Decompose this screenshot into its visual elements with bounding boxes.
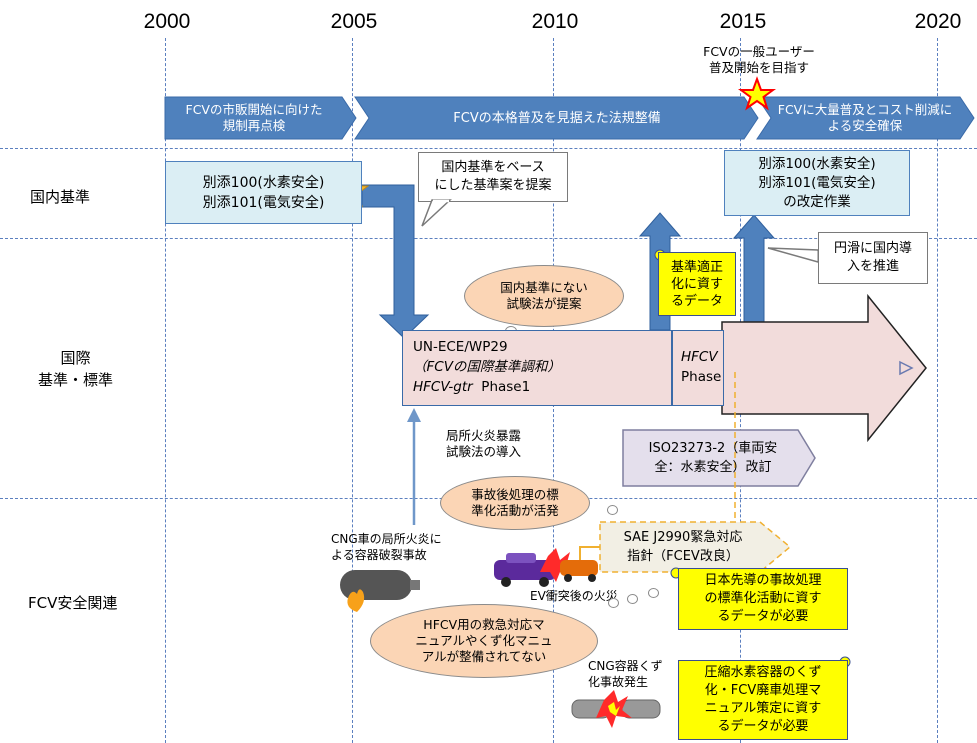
local-fire-test-label: 局所火炎暴露試験法の導入 bbox=[446, 428, 522, 459]
unece-title: UN-ECE/WP29 bbox=[413, 339, 508, 355]
phase-chevron-1 bbox=[164, 96, 357, 140]
row-divider-1 bbox=[0, 148, 977, 149]
year-2005: 2005 bbox=[330, 10, 378, 33]
gridline-2000 bbox=[165, 38, 166, 743]
cloud-test-methods: 国内基準にない試験法が提案 bbox=[464, 265, 624, 327]
flow-arrow-up-2 bbox=[732, 214, 776, 331]
cng-scrap-label: CNG容器くず化事故発生 bbox=[588, 659, 663, 689]
phase-chevron-3 bbox=[756, 96, 975, 140]
row-label-international-line1: 国際 bbox=[60, 349, 91, 367]
cng-scrap-icon bbox=[571, 690, 661, 728]
scroll-data-standard: 基準適正化に資するデータ bbox=[658, 252, 736, 316]
phase-2-label: FCVの本格普及を見据えた法規整備 bbox=[453, 110, 661, 126]
row-label-international: 国際 基準・標準 bbox=[38, 347, 113, 391]
unece-subtitle: （FCVの国際基準調和） bbox=[413, 359, 561, 375]
scroll-japan-standardization: 日本先導の事故処理の標準化活動に資するデータが必要 bbox=[678, 568, 848, 630]
star-icon-milestone bbox=[737, 76, 777, 111]
cng-cylinder-icon bbox=[340, 570, 420, 612]
callout-smooth-import: 円滑に国内導入を推進 bbox=[818, 232, 928, 284]
gridline-2005 bbox=[352, 38, 353, 743]
year-2020: 2020 bbox=[914, 10, 962, 33]
iso-arrow-box bbox=[622, 429, 816, 487]
milestone-label: FCVの一般ユーザー普及開始を目指す bbox=[703, 44, 815, 75]
callout-propose: 国内基準をベースにした基準案を提案 bbox=[418, 152, 568, 202]
flow-arrow-down bbox=[361, 184, 430, 339]
phase2-box: HFCV Phase bbox=[672, 330, 724, 406]
sae-guideline: SAE J2990緊急対応指針（FCEV改良） bbox=[623, 530, 743, 564]
row-label-domestic: 国内基準 bbox=[30, 188, 91, 206]
ev-crash-label: EV衝突後の火災 bbox=[530, 589, 618, 603]
phase-3-label: FCVに大量普及とコスト削減による安全確保 bbox=[777, 102, 953, 133]
year-2010: 2010 bbox=[531, 10, 579, 33]
row-label-fcv-safety: FCV安全関連 bbox=[28, 594, 118, 612]
row-divider-2 bbox=[0, 238, 977, 239]
domestic-standards-box: 別添100(水素安全)別添101(電気安全) bbox=[165, 161, 362, 224]
phase2-forward-arrow bbox=[721, 293, 927, 443]
scroll-scrap-manual: 圧縮水素容器のくず化・FCV廃車処理マニュアル策定に資するデータが必要 bbox=[678, 660, 848, 740]
cloud-accident-standardization: 事故後処理の標準化活動が活発 bbox=[440, 476, 590, 530]
iso-label: ISO23273-2（車両安全：水素安全）改訂 bbox=[648, 441, 778, 475]
unece-phase: HFCV-gtr Phase1 bbox=[413, 379, 531, 395]
year-2000: 2000 bbox=[143, 10, 191, 33]
phase-1-label: FCVの市販開始に向けた規制再点検 bbox=[185, 102, 323, 133]
cloud-manual-missing: HFCV用の救急対応マニュアルやくず化マニュアルが整備されてない bbox=[370, 604, 598, 678]
cng-accident-label: CNG車の局所火炎による容器破裂事故 bbox=[331, 532, 442, 562]
year-2015: 2015 bbox=[719, 10, 767, 33]
unece-box: UN-ECE/WP29 （FCVの国際基準調和） HFCV-gtr Phase1 bbox=[402, 330, 672, 406]
domestic-revision-box: 別添100(水素安全)別添101(電気安全)の改定作業 bbox=[724, 150, 910, 216]
gridline-2020 bbox=[937, 38, 938, 743]
ev-crash-icon bbox=[494, 548, 598, 587]
phase-chevron-2 bbox=[354, 96, 759, 140]
row-label-international-line2: 基準・標準 bbox=[38, 371, 114, 389]
